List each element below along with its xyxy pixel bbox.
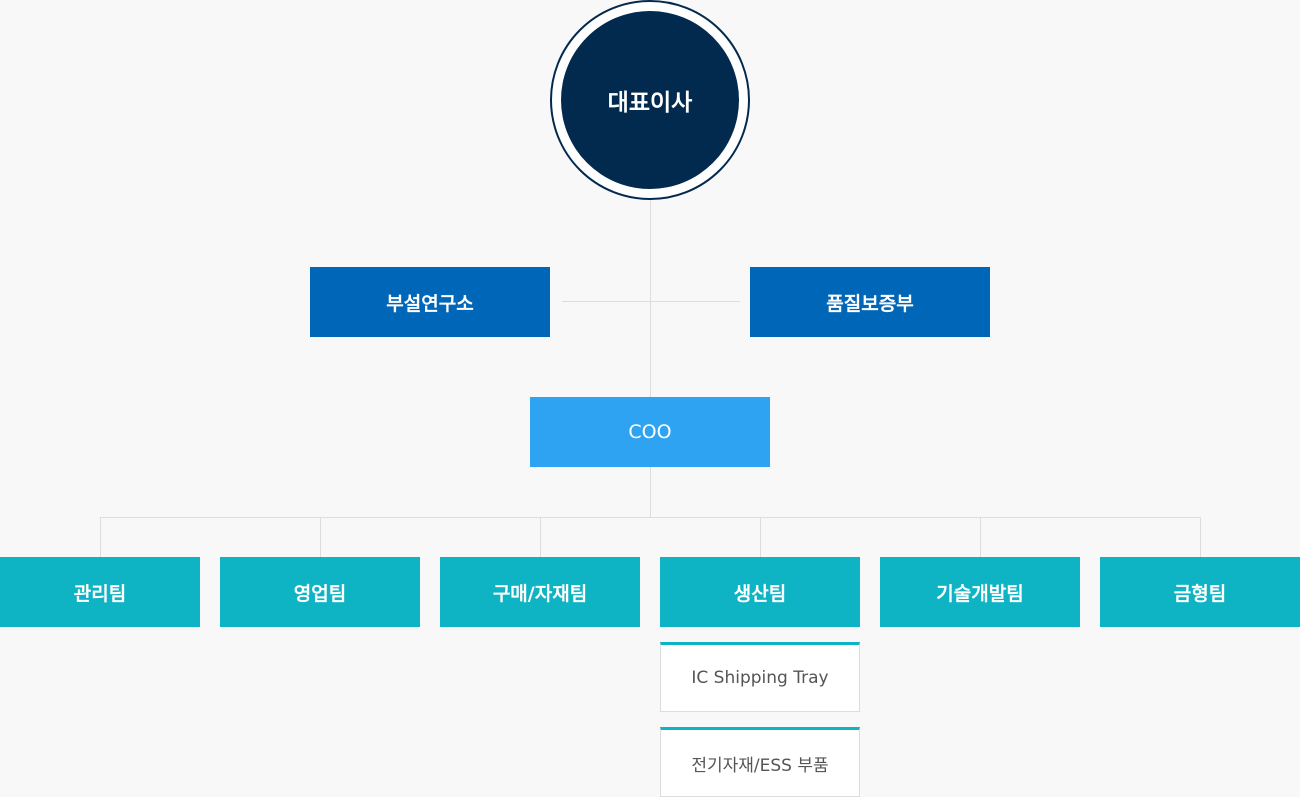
team-management: 관리팀	[0, 557, 200, 627]
team-purchasing: 구매/자재팀	[440, 557, 640, 627]
team-production: 생산팀	[660, 557, 860, 627]
production-unit-ess-parts: 전기자재/ESS 부품	[660, 727, 860, 797]
production-unit-ic-tray: IC Shipping Tray	[660, 642, 860, 712]
connector-coo-to-teams	[650, 467, 651, 517]
connector-team-drop	[760, 517, 761, 557]
team-tech-development: 기술개발팀	[880, 557, 1080, 627]
coo-node: COO	[530, 397, 770, 467]
connector-teams-horizontal	[100, 517, 1201, 518]
dept-quality-assurance: 품질보증부	[750, 267, 990, 337]
connector-team-drop	[100, 517, 101, 557]
connector-ceo-to-coo	[650, 190, 651, 397]
ceo-label: 대표이사	[561, 11, 739, 189]
connector-team-drop	[320, 517, 321, 557]
team-mold: 금형팀	[1100, 557, 1300, 627]
connector-team-drop	[1200, 517, 1201, 557]
connector-team-drop	[540, 517, 541, 557]
connector-team-drop	[980, 517, 981, 557]
ceo-node: 대표이사	[550, 0, 750, 200]
team-sales: 영업팀	[220, 557, 420, 627]
dept-research-lab: 부설연구소	[310, 267, 550, 337]
connector-departments	[562, 301, 740, 302]
